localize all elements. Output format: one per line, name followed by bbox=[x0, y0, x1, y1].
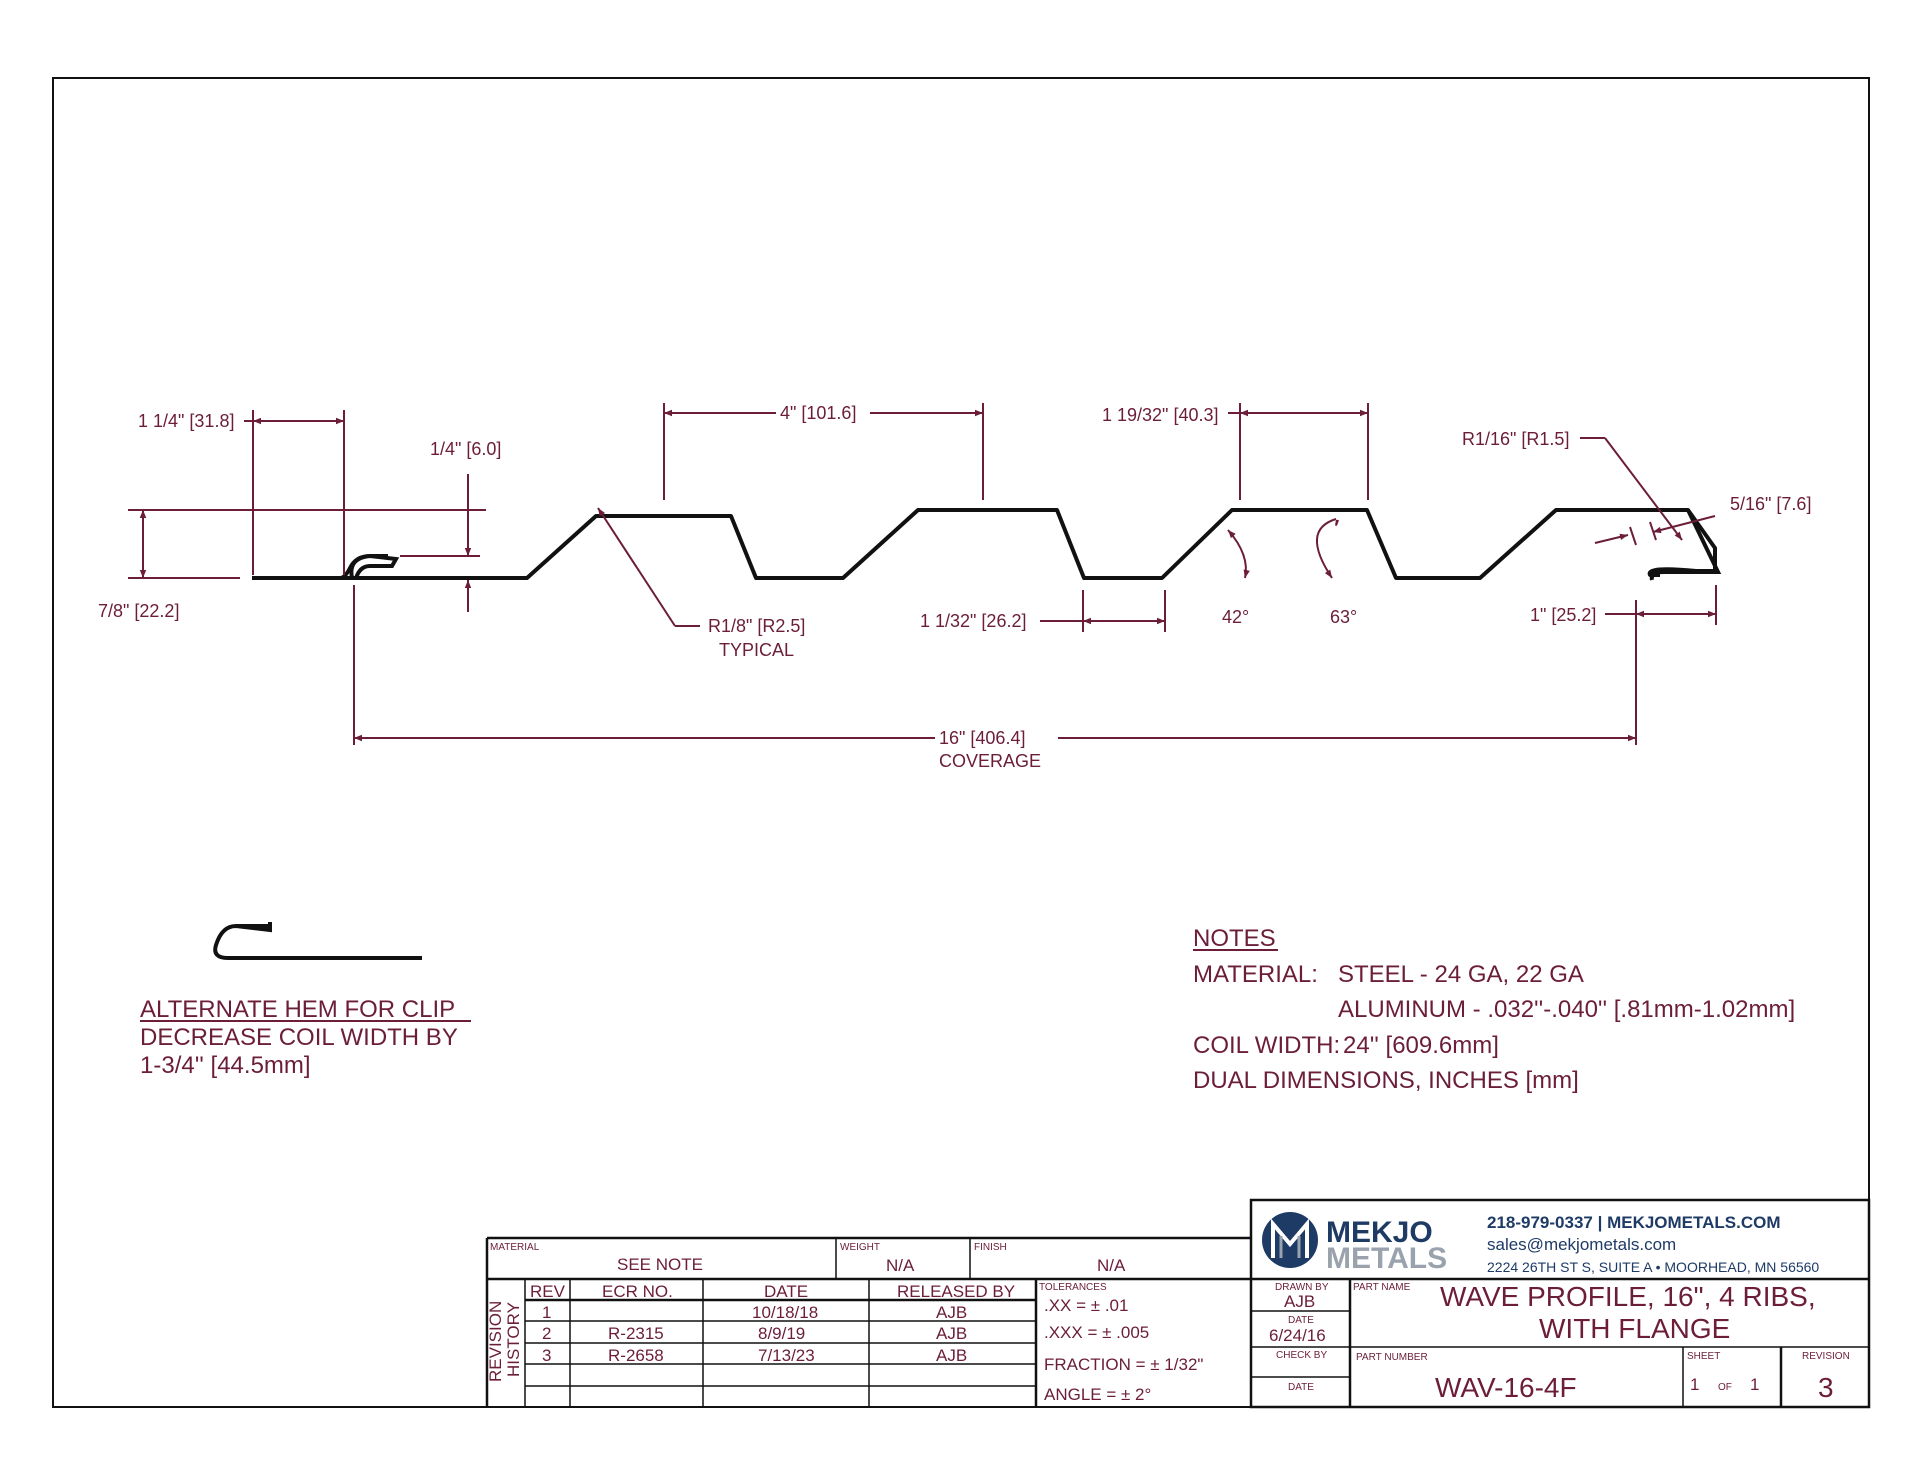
rev-3-ecr: R-2658 bbox=[608, 1346, 664, 1365]
material-label: MATERIAL bbox=[490, 1242, 540, 1253]
notes-dual: DUAL DIMENSIONS, INCHES [mm] bbox=[1193, 1067, 1579, 1094]
notes-coil-value: 24'' [609.6mm] bbox=[1343, 1032, 1499, 1059]
tolerances-label: TOLERANCES bbox=[1039, 1282, 1107, 1293]
dim-1: 1" [25.2] bbox=[1530, 605, 1596, 625]
flange-right bbox=[1649, 509, 1722, 581]
date-label: DATE bbox=[1288, 1315, 1314, 1326]
tol-xx: .XX = ± .01 bbox=[1044, 1296, 1128, 1315]
sheet-total: 1 bbox=[1750, 1375, 1759, 1394]
part-name-label: PART NAME bbox=[1353, 1282, 1411, 1293]
company-logo: MEKJO METALS 218-979-0337 | MEKJOMETALS.… bbox=[1262, 1212, 1819, 1275]
date-header: DATE bbox=[764, 1282, 808, 1301]
rev-3-by: AJB bbox=[936, 1346, 967, 1365]
date-value: 6/24/16 bbox=[1269, 1326, 1326, 1345]
alt-title: ALTERNATE HEM FOR CLIP bbox=[140, 996, 455, 1023]
released-by-header: RELEASED BY bbox=[897, 1282, 1015, 1301]
tol-angle: ANGLE = ± 2° bbox=[1044, 1385, 1151, 1404]
rev-2: 2 bbox=[542, 1324, 551, 1343]
rev-1: 1 bbox=[542, 1303, 551, 1322]
drawn-by-label: DRAWN BY bbox=[1275, 1282, 1329, 1293]
sheet-value: 1 bbox=[1690, 1375, 1699, 1394]
notes-material-2: ALUMINUM - .032''-.040'' [.81mm-1.02mm] bbox=[1338, 996, 1795, 1023]
title-block-text: MATERIAL SEE NOTE WEIGHT N/A FINISH N/A … bbox=[486, 1242, 1850, 1404]
sheet-label: SHEET bbox=[1687, 1351, 1720, 1362]
rev-1-date: 10/18/18 bbox=[752, 1303, 818, 1322]
dim-1-1-32: 1 1/32" [26.2] bbox=[920, 611, 1026, 631]
dim-42: 42° bbox=[1222, 607, 1249, 627]
logo-top: MEKJO bbox=[1326, 1216, 1433, 1249]
dim-1-19-32: 1 19/32" [40.3] bbox=[1102, 405, 1218, 425]
dim-5-16: 5/16" [7.6] bbox=[1730, 494, 1811, 514]
material-value: SEE NOTE bbox=[617, 1255, 703, 1274]
rev-3-date: 7/13/23 bbox=[758, 1346, 815, 1365]
alt-line1: DECREASE COIL WIDTH BY bbox=[140, 1024, 458, 1051]
company-phone-web: 218-979-0337 | MEKJOMETALS.COM bbox=[1487, 1213, 1781, 1232]
part-name-2: WITH FLANGE bbox=[1539, 1313, 1730, 1344]
part-number-value: WAV-16-4F bbox=[1435, 1372, 1577, 1403]
alternate-hem-note: ALTERNATE HEM FOR CLIP DECREASE COIL WID… bbox=[140, 996, 471, 1079]
weight-label: WEIGHT bbox=[840, 1242, 880, 1253]
notes-coil-label: COIL WIDTH: bbox=[1193, 1032, 1340, 1059]
dim-7-8: 7/8" [22.2] bbox=[98, 601, 179, 621]
rev-2-date: 8/9/19 bbox=[758, 1324, 805, 1343]
drawn-by-value: AJB bbox=[1284, 1292, 1315, 1311]
part-number-label: PART NUMBER bbox=[1356, 1352, 1428, 1363]
ecr-header: ECR NO. bbox=[602, 1282, 673, 1301]
notes-material-label: MATERIAL: bbox=[1193, 961, 1318, 988]
notes: NOTES MATERIAL: STEEL - 24 GA, 22 GA ALU… bbox=[1193, 925, 1795, 1094]
dimension-labels: 1 1/4" [31.8] 1/4" [6.0] 4" [101.6] 1 19… bbox=[98, 403, 1811, 771]
dim-r1-8: R1/8" [R2.5] bbox=[708, 616, 805, 636]
company-email: sales@mekjometals.com bbox=[1487, 1235, 1676, 1254]
sheet-border bbox=[52, 77, 1870, 1408]
weight-value: N/A bbox=[886, 1256, 915, 1275]
revision-value: 3 bbox=[1818, 1372, 1834, 1403]
alt-line2: 1-3/4'' [44.5mm] bbox=[140, 1052, 311, 1079]
dim-16: 16" [406.4] bbox=[939, 728, 1025, 748]
dim-1-4: 1/4" [6.0] bbox=[430, 439, 501, 459]
notes-material-1: STEEL - 24 GA, 22 GA bbox=[1338, 961, 1584, 988]
dim-63: 63° bbox=[1330, 607, 1357, 627]
rev-1-by: AJB bbox=[936, 1303, 967, 1322]
revision-label: REVISION bbox=[1802, 1351, 1850, 1362]
rev-header: REV bbox=[530, 1282, 566, 1301]
revision-history-1: REVISION bbox=[486, 1301, 505, 1382]
dimension-lines bbox=[128, 403, 1717, 745]
sheet-of: OF bbox=[1718, 1382, 1732, 1393]
dim-4: 4" [101.6] bbox=[780, 403, 856, 423]
finish-value: N/A bbox=[1097, 1256, 1126, 1275]
dim-coverage: COVERAGE bbox=[939, 751, 1041, 771]
rev-3: 3 bbox=[542, 1346, 551, 1365]
rev-2-ecr: R-2315 bbox=[608, 1324, 664, 1343]
rev-2-by: AJB bbox=[936, 1324, 967, 1343]
revision-history-2: HISTORY bbox=[504, 1302, 523, 1377]
logo-mark-icon bbox=[1262, 1212, 1318, 1268]
dim-r1-16: R1/16" [R1.5] bbox=[1462, 429, 1569, 449]
logo-bottom: METALS bbox=[1326, 1242, 1447, 1275]
title-block bbox=[485, 1198, 1871, 1409]
notes-title: NOTES bbox=[1193, 925, 1276, 952]
finish-label: FINISH bbox=[974, 1242, 1007, 1253]
company-address: 2224 26TH ST S, SUITE A • MOORHEAD, MN 5… bbox=[1487, 1259, 1819, 1275]
alternate-hem bbox=[213, 922, 422, 960]
tol-xxx: .XXX = ± .005 bbox=[1044, 1323, 1149, 1342]
dim-1-1-4: 1 1/4" [31.8] bbox=[138, 411, 234, 431]
wave-profile bbox=[252, 508, 1717, 580]
check-by-label: CHECK BY bbox=[1276, 1350, 1327, 1361]
hem-left bbox=[349, 553, 400, 579]
date2-label: DATE bbox=[1288, 1382, 1314, 1393]
tol-fraction: FRACTION = ± 1/32" bbox=[1044, 1355, 1203, 1374]
part-name-1: WAVE PROFILE, 16", 4 RIBS, bbox=[1440, 1281, 1816, 1312]
dim-typical: TYPICAL bbox=[719, 640, 794, 660]
